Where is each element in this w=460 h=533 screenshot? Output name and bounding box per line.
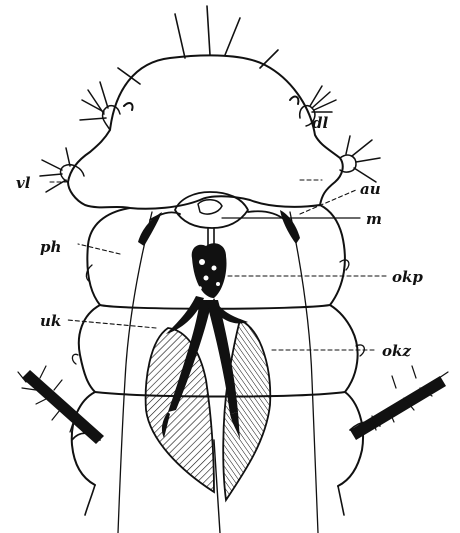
right-leg (350, 366, 448, 440)
mouth-region (150, 192, 285, 228)
label-vl: vl (16, 174, 31, 192)
left-antenna-lobe (80, 82, 133, 130)
left-ventral-lobe (40, 148, 84, 192)
label-uk: uk (40, 312, 61, 330)
label-okz: okz (382, 342, 411, 360)
right-ventral-lobe (340, 136, 380, 182)
left-antenna (138, 212, 162, 246)
label-ph: ph (40, 238, 61, 256)
label-dl: dl (312, 114, 328, 132)
head-capsule (68, 55, 343, 208)
label-okp: okp (392, 268, 423, 286)
okp-structure (192, 243, 227, 298)
label-m: m (366, 210, 382, 228)
label-au: au (360, 180, 381, 198)
left-leg (18, 366, 104, 444)
left-mandible-plate (146, 328, 214, 492)
segment-3 (72, 392, 363, 486)
midline (214, 440, 220, 533)
head-bristles (118, 6, 278, 84)
